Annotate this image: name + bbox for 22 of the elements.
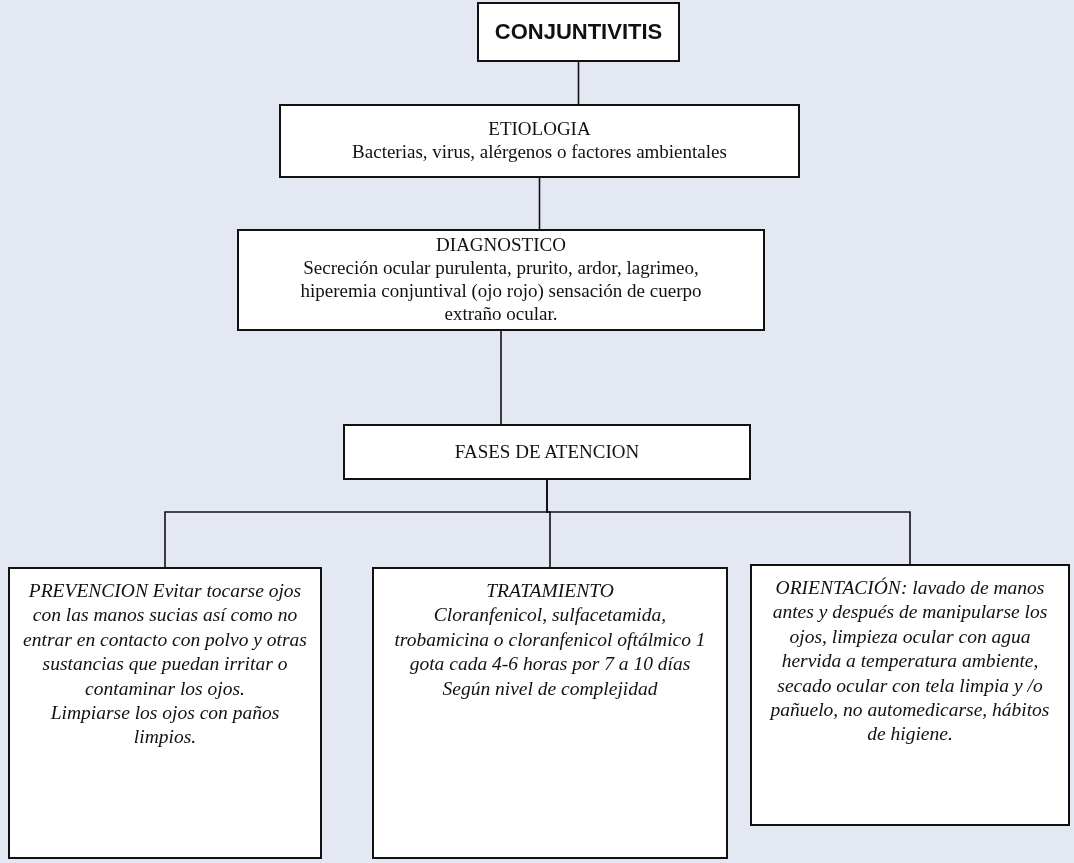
process-box [372, 567, 728, 859]
connector-line [577, 61, 580, 105]
box-text: FASES DE ATENCION [454, 440, 640, 464]
process-box [237, 229, 765, 331]
box-heading: ETIOLOGIA [488, 118, 591, 141]
box-text: Cloranfenicol, sulfacetamida, trobamicina o cloranfenicol oftálmico 1 gota cada 4-6 horas por 7 a 10 días Según nivel de complejidad [393, 603, 707, 701]
box-text: Secreción ocular purulenta, prurito, ardor, lagrimeo, hiperemia conjuntival (ojo rojo) sensación de cuerpo extraño ocular. [299, 257, 703, 326]
process-box [8, 567, 322, 859]
connector-line [538, 177, 541, 230]
box-text: Bacterias, virus, alérgenos o factores ambientales [352, 141, 727, 164]
process-box [343, 424, 751, 480]
box-heading: DIAGNOSTICO [436, 234, 566, 258]
box-text: CONJUNTIVITIS [494, 18, 663, 46]
title-box [477, 2, 680, 62]
box-heading: TRATAMIENTO [486, 579, 614, 603]
process-box [750, 564, 1070, 826]
box-text: Limpiarse los ojos con paños limpios. [49, 700, 281, 750]
process-box [279, 104, 800, 178]
box-text: ORIENTACIÓN: lavado de manos antes y después de manipularse los ojos, limpieza ocular con agua hervida a temperatura ambiente, secado ocular con tela limpia y /o pañuelo, no automedicarse, hábitos de higiene. [768, 576, 1051, 747]
connector-line [546, 479, 911, 565]
box-heading: PREVENCION Evitar tocarse ojos con las manos sucias así como no entrar en contacto con polvo y otras sustancias que puedan irritar o contaminar los ojos. [22, 579, 308, 701]
connector-line [500, 330, 502, 425]
